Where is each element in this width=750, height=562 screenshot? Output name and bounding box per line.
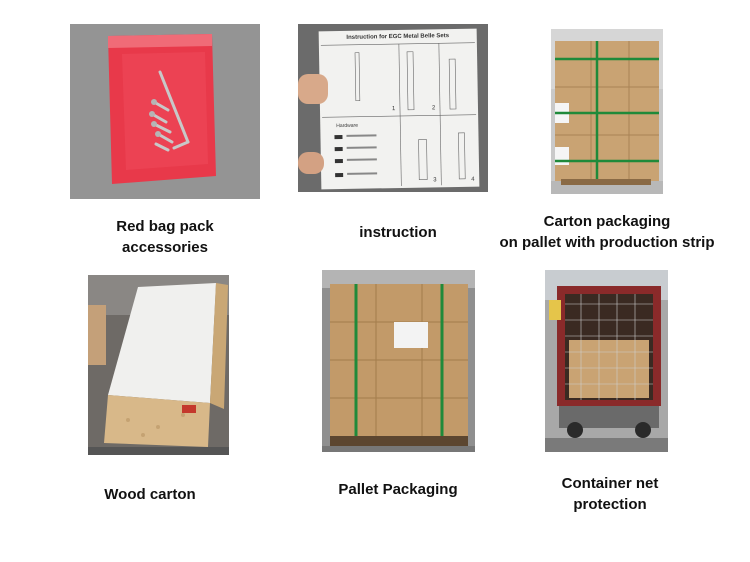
wood-carton-illustration: [88, 275, 229, 455]
step-number: 3: [433, 177, 437, 184]
caption-pallet-packaging: Pallet Packaging: [318, 479, 478, 500]
caption-line: Pallet Packaging: [338, 481, 458, 498]
hand-left: [298, 74, 328, 104]
photo-container-net: [545, 270, 668, 452]
caption-carton-pallet: Carton packaging on pallet with producti…: [477, 211, 737, 253]
step-number: 4: [471, 176, 475, 183]
photo-instruction: Instruction for EGC Metal Belle Sets Har…: [298, 24, 488, 192]
step-number: 1: [391, 106, 396, 113]
hand-left-lower: [298, 152, 324, 174]
caption-instruction: instruction: [298, 222, 498, 243]
caption-line: accessories: [122, 239, 208, 256]
caption-line: protection: [573, 496, 647, 513]
photo-red-bag: [70, 24, 260, 199]
photo-wood-carton: [88, 275, 229, 455]
container-net-illustration: [545, 270, 668, 452]
instruction-sheet: Instruction for EGC Metal Belle Sets Har…: [318, 28, 480, 190]
photo-carton-pallet: [551, 29, 663, 194]
caption-container-net: Container net protection: [540, 473, 680, 515]
instruction-diagram: [320, 42, 477, 186]
caption-red-bag: Red bag pack accessories: [70, 216, 260, 258]
caption-line: Container net: [561, 475, 659, 492]
caption-wood-carton: Wood carton: [70, 484, 230, 505]
caption-line: Wood carton: [104, 486, 196, 503]
photo-pallet-packaging: [322, 270, 475, 452]
red-bag-illustration: [70, 24, 260, 199]
carton-pallet-illustration: [551, 29, 663, 194]
caption-line: Carton packaging: [543, 213, 671, 230]
caption-line: on pallet with production strip: [499, 234, 715, 251]
caption-line: Red bag pack: [116, 218, 214, 235]
step-number: 2: [431, 105, 436, 112]
pallet-packaging-illustration: [322, 270, 475, 452]
caption-line: instruction: [359, 224, 437, 241]
